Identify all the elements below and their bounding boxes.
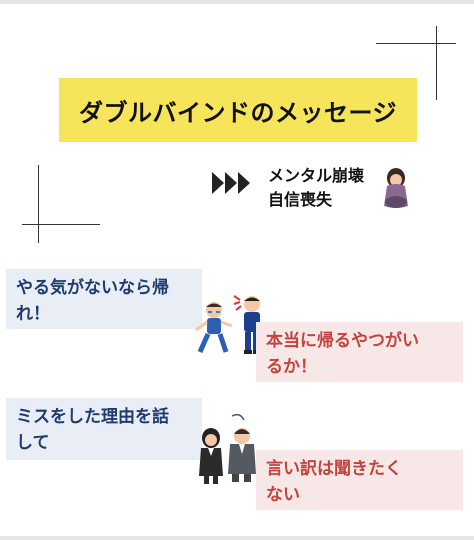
crying-runner-icon <box>195 302 233 354</box>
result-loss-of-confidence: 自信喪失 <box>268 190 333 209</box>
message-bubble-1: やる気がないなら帰 れ！ <box>6 269 202 329</box>
angry-boss-icon <box>228 414 256 482</box>
message-bubble-2: ミスをした理由を話 して <box>6 398 202 460</box>
sad-worker-icon <box>199 428 223 484</box>
decor-line <box>38 165 39 243</box>
result-mental-breakdown: メンタル崩壊 <box>268 166 365 185</box>
decor-line <box>376 43 456 44</box>
title-banner: ダブルバインドのメッセージ <box>59 78 417 142</box>
message-line: やる気がないなら帰 <box>16 278 169 298</box>
sad-person-icon <box>384 168 408 208</box>
reply-line: 本当に帰るやつがい <box>266 331 419 351</box>
reply-line: 言い訳は聞きたく <box>266 459 402 479</box>
fast-forward-icon <box>212 172 250 194</box>
message-line: れ！ <box>16 304 50 324</box>
decor-line <box>22 224 100 225</box>
reply-line: ない <box>266 485 300 505</box>
message-line: ミスをした理由を話 <box>16 407 169 427</box>
bottom-border <box>0 536 474 540</box>
reply-bubble-2: 言い訳は聞きたく ない <box>256 450 463 510</box>
message-line: して <box>16 433 50 453</box>
top-border <box>0 0 474 4</box>
page-title: ダブルバインドのメッセージ <box>78 98 398 127</box>
decor-line <box>436 26 437 100</box>
reply-line: るか！ <box>266 357 317 377</box>
reply-bubble-1: 本当に帰るやつがい るか！ <box>256 322 463 382</box>
